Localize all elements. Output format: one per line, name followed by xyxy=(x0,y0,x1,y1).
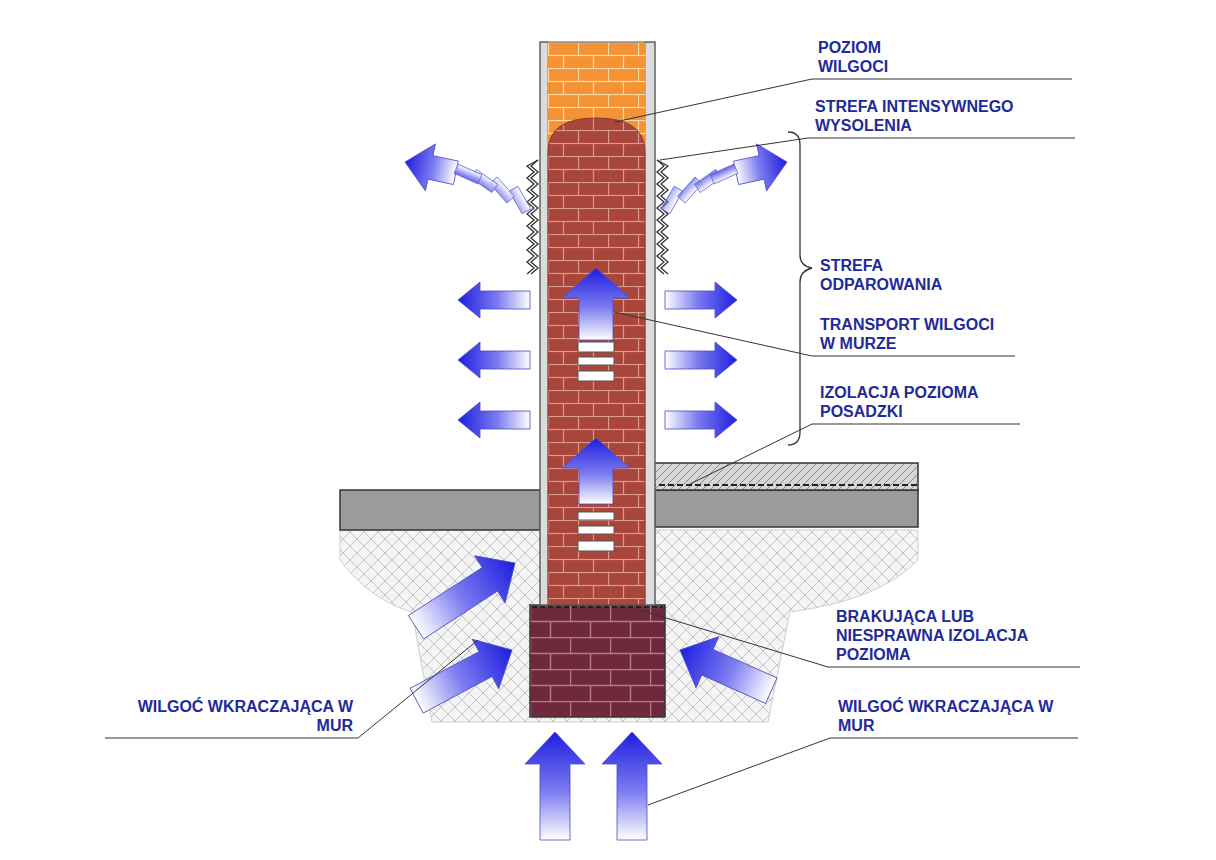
callout-label: POZIOM WILGOCI xyxy=(818,38,928,76)
moisture-arrow xyxy=(401,540,530,651)
leader-line xyxy=(690,424,1020,484)
moisture-stripe xyxy=(578,512,614,520)
moisture-stripe xyxy=(578,541,614,551)
moisture-arrow xyxy=(665,342,737,378)
arrow-segment xyxy=(509,186,531,214)
leader-line xyxy=(660,138,1075,160)
salt-efflorescence xyxy=(657,160,668,274)
moisture-arrow xyxy=(669,624,783,716)
arrow-segment xyxy=(661,186,683,214)
moisture-stripe xyxy=(578,357,614,365)
moisture-arrow xyxy=(458,282,530,318)
moisture-arrow xyxy=(525,732,585,840)
callout-label: STREFA ODPAROWANIA xyxy=(820,256,980,294)
leader-line xyxy=(648,738,1078,805)
moisture-arrow xyxy=(602,732,662,840)
salt-efflorescence xyxy=(527,160,538,274)
moisture-arrow xyxy=(665,282,737,318)
moisture-stripe xyxy=(578,342,614,352)
moisture-arrow xyxy=(665,402,737,438)
callout-label: STREFA INTENSYWNEGO WYSOLENIA xyxy=(815,97,1080,135)
callout-label: WILGOĆ WKRACZAJĄCA W MUR xyxy=(838,697,1073,735)
callout-label: BRAKUJĄCA LUB NIESPRAWNA IZOLACJA POZIOM… xyxy=(836,607,1076,664)
moisture-arrow xyxy=(458,342,530,378)
callout-label: WILGOĆ WKRACZAJĄCA W MUR xyxy=(118,697,353,735)
callout-label: IZOLACJA POZIOMA POSADZKI xyxy=(820,383,1025,421)
moisture-arrow xyxy=(731,139,792,197)
moisture-stripe xyxy=(578,371,614,381)
moisture-arrow xyxy=(403,625,525,725)
leader-line xyxy=(105,640,478,738)
leader-line xyxy=(614,312,1015,356)
moisture-stripe xyxy=(578,526,614,534)
moisture-arrow xyxy=(562,268,630,340)
arrow-segment xyxy=(710,164,738,184)
moisture-arrow xyxy=(400,139,461,197)
moisture-arrow xyxy=(458,402,530,438)
moisture-arrow xyxy=(562,438,630,504)
arrow-segment xyxy=(454,164,482,184)
callout-label: TRANSPORT WILGOCI W MURZE xyxy=(820,315,1005,353)
